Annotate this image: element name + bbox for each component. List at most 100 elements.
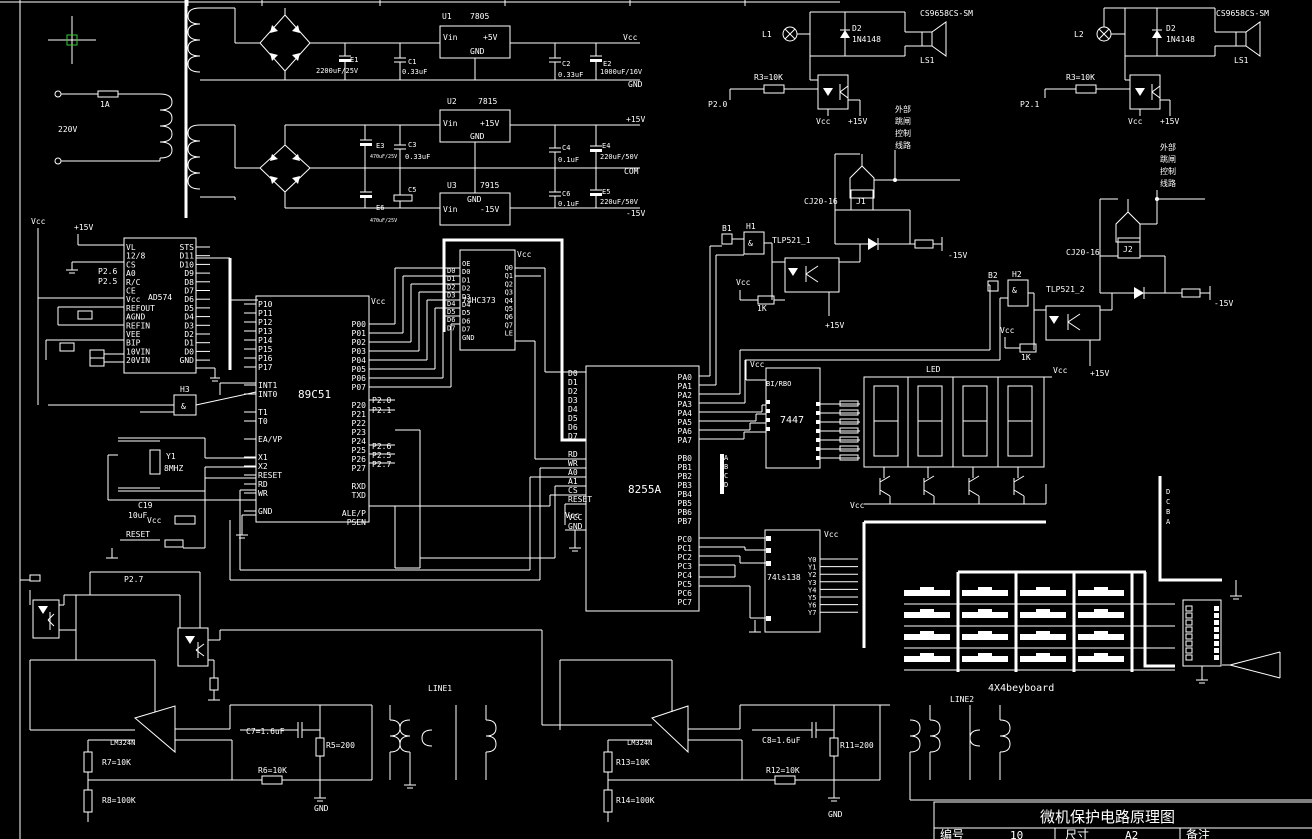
svg-text:1000uF/16V: 1000uF/16V <box>600 68 643 76</box>
svg-text:Vcc: Vcc <box>850 501 865 510</box>
transistor-emitter <box>923 489 935 497</box>
pin-label: D0 <box>184 347 194 356</box>
pin-label: PA3 <box>678 400 693 409</box>
svg-text:C6: C6 <box>562 190 570 198</box>
svg-text:1N4148: 1N4148 <box>852 35 881 44</box>
pin-label: X1 <box>258 453 268 462</box>
pin-label: PC3 <box>678 562 693 571</box>
pin-label: P12 <box>258 318 273 327</box>
pin-label: CS <box>568 486 578 495</box>
pin-label: PA2 <box>678 391 693 400</box>
pin-label: PA4 <box>678 409 693 418</box>
pin-label: P06 <box>352 374 367 383</box>
pin-label: D6 <box>447 316 455 324</box>
title-text: 微机保护电路原理图 <box>1040 808 1175 826</box>
pin-label: INT0 <box>258 390 277 399</box>
pin-label: Y0 <box>808 556 816 564</box>
kb-pin <box>1214 641 1219 646</box>
pin-label: PA7 <box>678 436 693 445</box>
pin-label: RESET <box>568 495 592 504</box>
pin-label: PB5 <box>678 499 693 508</box>
pin-label: PA0 <box>678 373 693 382</box>
pin-label: A0 <box>126 269 136 278</box>
key-cap <box>1036 631 1050 634</box>
svg-text:H2: H2 <box>1012 270 1022 279</box>
svg-text:R3=10K: R3=10K <box>1066 73 1095 82</box>
pin-label: Vcc <box>126 295 141 304</box>
pin-label: D7 <box>184 287 194 296</box>
pin-label: A0 <box>568 468 578 477</box>
pin-label: INT1 <box>258 381 277 390</box>
svg-text:Vcc: Vcc <box>147 516 162 525</box>
pin-label: P23 <box>352 428 367 437</box>
pin-label: GND <box>462 334 475 342</box>
svg-text:-15V: -15V <box>626 209 645 218</box>
svg-text:B1: B1 <box>722 224 732 233</box>
kb-pin <box>1214 613 1219 618</box>
pin-label: Y4 <box>808 586 816 594</box>
line2-input: LM324N R13=10K R14=100K C8=1.6uF R11=200… <box>542 659 1312 822</box>
svg-text:E6: E6 <box>376 204 384 212</box>
svg-text:CJ20-16: CJ20-16 <box>1066 248 1100 257</box>
e1-value: 2200uF/25V <box>316 67 359 75</box>
pin-label: P11 <box>258 309 273 318</box>
svg-text:B2: B2 <box>988 271 998 280</box>
key-cap <box>920 587 934 590</box>
svg-text:+15V: +15V <box>1090 369 1109 378</box>
pin-label: P17 <box>258 363 273 372</box>
kb-pin <box>1214 606 1219 611</box>
pin-label: D1 <box>568 378 578 387</box>
kb-pin <box>1214 655 1219 660</box>
pin-label: P04 <box>352 356 367 365</box>
crosshair-cursor[interactable] <box>48 16 96 64</box>
pa-wiring: B1 <box>699 224 1008 440</box>
svg-text:R7=10K: R7=10K <box>102 758 131 767</box>
svg-text:-15V: -15V <box>480 205 499 214</box>
svg-text:LM324N: LM324N <box>110 739 135 747</box>
key-switch <box>904 612 950 618</box>
pin-label: PB7 <box>678 517 693 526</box>
svg-text:&: & <box>748 239 753 248</box>
svg-text:跳闸: 跳闸 <box>1160 154 1176 164</box>
svg-text:+15V: +15V <box>848 117 867 126</box>
svg-text:0.1uF: 0.1uF <box>558 156 579 164</box>
svg-text:0.33uF: 0.33uF <box>405 153 430 161</box>
key-switch <box>904 634 950 640</box>
key-switch <box>1020 656 1066 662</box>
svg-text:7915: 7915 <box>480 181 499 190</box>
pin-label: D3 <box>462 293 470 301</box>
pin-label: P14 <box>258 336 273 345</box>
transistor-emitter <box>1013 489 1025 497</box>
svg-text:&: & <box>181 402 186 411</box>
pin-label: Q3 <box>505 289 513 297</box>
svg-text:470uF/25V: 470uF/25V <box>370 154 397 160</box>
key-switch <box>1078 656 1124 662</box>
tab-strip <box>0 0 840 839</box>
pin-label: P03 <box>352 347 367 356</box>
pin-label: P27 <box>352 464 367 473</box>
svg-text:C2: C2 <box>562 60 570 68</box>
pin-label: P26 <box>352 455 367 464</box>
kb-pin <box>1214 620 1219 625</box>
pin-label: VEE <box>126 330 141 339</box>
svg-text:E5: E5 <box>602 188 610 196</box>
pin-label: 20VIN <box>126 356 150 365</box>
pin-label: PB2 <box>678 472 693 481</box>
svg-text:控制: 控制 <box>1160 166 1176 176</box>
svg-text:R5=200: R5=200 <box>326 741 355 750</box>
svg-text:C7=1.6uF: C7=1.6uF <box>246 727 285 736</box>
decoder-label: 7447 <box>780 415 804 426</box>
key-switch <box>1020 612 1066 618</box>
svg-text:D2: D2 <box>852 24 862 33</box>
pin-label: Y2 <box>808 571 816 579</box>
kb-line-label: C <box>1166 498 1170 506</box>
svg-text:Vcc: Vcc <box>517 250 532 259</box>
svg-text:Vcc: Vcc <box>31 217 46 226</box>
svg-text:GND: GND <box>314 804 329 813</box>
svg-text:0.1uF: 0.1uF <box>558 200 579 208</box>
pin-label: Q2 <box>505 280 513 288</box>
svg-text:RESET: RESET <box>126 530 150 539</box>
pin-label: B <box>724 463 728 471</box>
pin-label: A <box>724 454 729 462</box>
